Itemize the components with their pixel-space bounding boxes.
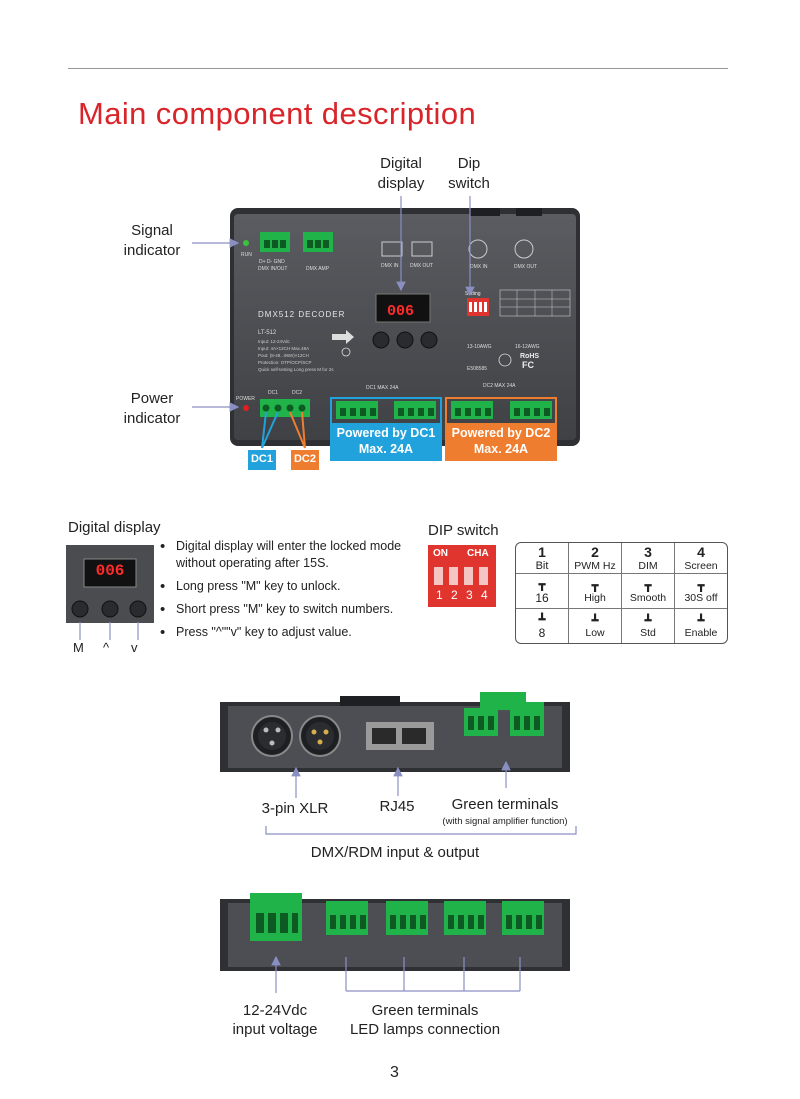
- switch-down-icon: ┻: [591, 614, 599, 627]
- dip-col-4-up: ┳30S off: [675, 574, 727, 609]
- svg-text:D+ D- GND: D+ D- GND: [259, 259, 285, 265]
- digital-display-heading: Digital display: [68, 519, 161, 536]
- callout-power-indicator: Power indicator: [123, 390, 181, 427]
- svg-text:DMX IN: DMX IN: [470, 264, 488, 270]
- green-terminals-label: Green terminals: [451, 796, 559, 813]
- led-connection-label: Green terminals LED lamps connection: [349, 1002, 501, 1038]
- switch-up-icon: ┳: [538, 578, 546, 591]
- dip-pos-3: 3: [466, 588, 473, 602]
- key-down: v: [131, 640, 138, 655]
- dip-col-1-up: ┳16: [516, 574, 569, 609]
- dip-col-3-up: ┳Smooth: [622, 574, 675, 609]
- dc1-power-box: Powered by DC1 Max. 24A: [331, 425, 441, 457]
- svg-text:DMX AMP: DMX AMP: [306, 266, 330, 272]
- svg-text:DMX OUT: DMX OUT: [410, 263, 433, 269]
- device-illustration: RUN D+ D- GND DMX IN/OUT DMX AMP DMX IN …: [192, 196, 580, 470]
- dip-heading: DIP switch: [428, 522, 499, 539]
- switch-down-icon: ┻: [697, 614, 705, 627]
- display-value: 006: [95, 562, 125, 580]
- callout-digital-display: Digital display: [377, 155, 425, 192]
- device-body: [234, 214, 576, 440]
- dip-col-1-down: ┻8: [516, 609, 569, 643]
- svg-text:Protection: OTP/OCP/SCP: Protection: OTP/OCP/SCP: [258, 360, 312, 365]
- bullet-item: Press "^""v" key to adjust value.: [160, 624, 430, 641]
- dc2-power-box: Powered by DC2 Max. 24A: [446, 425, 556, 457]
- dc1-line2: Max. 24A: [358, 442, 414, 456]
- dip-brand-label: CHA: [467, 548, 489, 559]
- display-closeup: [66, 545, 154, 623]
- dip-col-3-down: ┻Std: [622, 609, 675, 643]
- key-m: M: [73, 640, 84, 655]
- device-dip: [467, 298, 489, 316]
- front-panel-illustration: [220, 692, 577, 835]
- bullet-item: Long press "M" key to unlock.: [160, 578, 430, 595]
- svg-text:Input: 4A×12CH Max.48A: Input: 4A×12CH Max.48A: [258, 346, 309, 351]
- dc2-line2: Max. 24A: [473, 442, 529, 456]
- svg-text:POWER: POWER: [236, 396, 255, 402]
- dc1-line1: Powered by DC1: [336, 426, 436, 440]
- callout-dip-switch: Dip switch: [448, 155, 490, 192]
- device-display: [375, 293, 431, 323]
- power-terminal: [260, 399, 310, 417]
- switch-up-icon: ┳: [697, 579, 705, 592]
- page-title: Main component description: [78, 96, 477, 131]
- svg-text:Quick self-testing Long press: Quick self-testing Long press M for 2s: [258, 367, 334, 372]
- dip-col-2-down: ┻Low: [569, 609, 622, 643]
- svg-text:DC1 MAX 24A: DC1 MAX 24A: [366, 385, 399, 391]
- rj45-label: RJ45: [379, 798, 415, 815]
- callout-signal-indicator: Signal indicator: [123, 222, 181, 259]
- key-up: ^: [103, 640, 110, 655]
- xlr-label: 3-pin XLR: [261, 800, 329, 817]
- svg-text:Pout: (8-48...96W)×12CH: Pout: (8-48...96W)×12CH: [258, 353, 309, 358]
- dip-col-2-up: ┳High: [569, 574, 622, 609]
- svg-text:DMX512 DECODER: DMX512 DECODER: [258, 310, 345, 319]
- display-bullets: Digital display will enter the locked mo…: [160, 538, 430, 647]
- svg-text:FC: FC: [522, 360, 534, 370]
- switch-down-icon: ┻: [538, 613, 546, 626]
- green-terminals-sub: (with signal amplifier function): [442, 816, 568, 827]
- dc2-tag: DC2: [293, 453, 316, 465]
- dip-pos-2: 2: [451, 588, 458, 602]
- bullet-item: Digital display will enter the locked mo…: [160, 538, 430, 572]
- page-number: 3: [390, 1064, 399, 1081]
- top-rule: [68, 68, 728, 69]
- svg-text:DMX OUT: DMX OUT: [514, 264, 537, 270]
- run-led: [243, 240, 249, 246]
- dip-switch-photo: [428, 545, 496, 607]
- dc1-tag: DC1: [250, 453, 273, 465]
- svg-text:DC2: DC2: [292, 390, 302, 396]
- svg-text:Setting: Setting: [465, 291, 481, 297]
- dip-pos-1: 1: [436, 588, 443, 602]
- run-text: RUN: [241, 252, 252, 258]
- switch-up-icon: ┳: [644, 579, 652, 592]
- svg-text:13-10AWG: 13-10AWG: [467, 344, 492, 350]
- svg-text:DC2 MAX 24A: DC2 MAX 24A: [483, 383, 516, 389]
- power-led: [243, 405, 249, 411]
- input-voltage-label: 12-24Vdc input voltage: [232, 1002, 318, 1038]
- svg-text:DMX IN/OUT: DMX IN/OUT: [258, 266, 287, 272]
- svg-text:LT-512: LT-512: [258, 330, 277, 336]
- bullet-item: Short press "M" key to switch numbers.: [160, 601, 430, 618]
- svg-text:Input: 12-24Vdc: Input: 12-24Vdc: [258, 339, 291, 344]
- svg-text:006: 006: [387, 303, 414, 320]
- svg-text:DC1: DC1: [268, 390, 278, 396]
- svg-text:DMX IN: DMX IN: [381, 263, 399, 269]
- svg-text:16-12AWG: 16-12AWG: [515, 344, 540, 350]
- svg-text:RoHS: RoHS: [520, 353, 539, 360]
- dip-pos-4: 4: [481, 588, 488, 602]
- dip-col-4-down: ┻Enable: [675, 609, 727, 643]
- switch-down-icon: ┻: [644, 614, 652, 627]
- rear-panel-illustration: [220, 893, 570, 993]
- dc2-line1: Powered by DC2: [451, 426, 551, 440]
- dip-on-label: ON: [433, 548, 448, 559]
- svg-text:E508585: E508585: [467, 366, 487, 372]
- dmx-group-label: DMX/RDM input & output: [310, 844, 480, 861]
- switch-up-icon: ┳: [591, 579, 599, 592]
